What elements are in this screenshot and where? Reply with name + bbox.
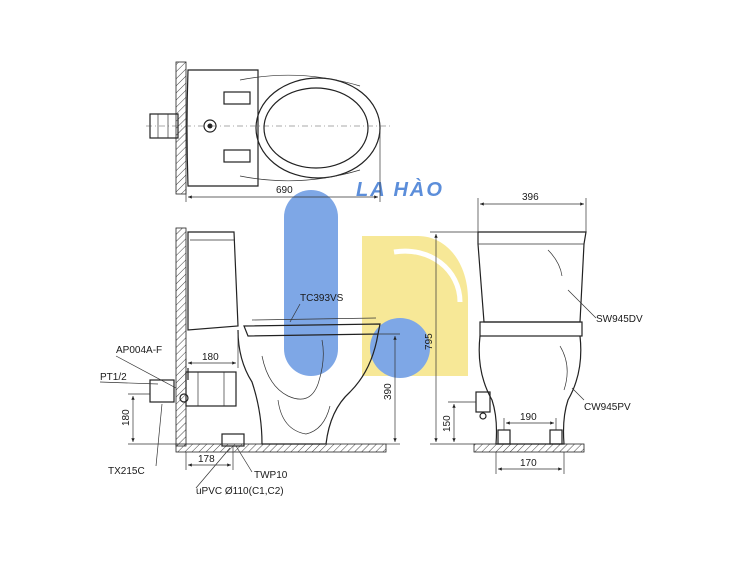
front-bolt-right: [549, 429, 563, 445]
label-hose: TX215C: [108, 466, 145, 477]
logo-blue-circle: [370, 318, 430, 378]
logo-arc: [393, 248, 463, 303]
dim-inlet-height: 180: [121, 409, 132, 426]
side-bowl: [237, 329, 379, 445]
side-view: 180 390 180 178 TC393VS AP004A-F PT1/2 T…: [99, 227, 400, 497]
dim-side-height: 390: [383, 383, 394, 400]
front-bolt-left: [497, 429, 511, 445]
dim-front-width: 396: [522, 192, 539, 203]
side-valve-body: [149, 379, 175, 403]
top-wall: [175, 61, 187, 195]
front-view: 396 795 150 190 170 SW945DV CW945PV: [424, 192, 643, 474]
label-bowl: CW945PV: [584, 402, 631, 413]
label-tank: SW945DV: [596, 314, 643, 325]
top-bowl-inner: [263, 87, 369, 169]
side-trapway: [261, 339, 324, 400]
side-wall: [175, 227, 187, 447]
logo-text: LA HÀO: [356, 178, 444, 201]
side-inlet-pipe: [185, 371, 237, 407]
side-floor: [175, 443, 387, 453]
dim-front-inlet-height: 150: [442, 415, 453, 432]
side-tank: [187, 231, 239, 331]
front-tank: [477, 231, 587, 323]
label-thread: PT1/2: [100, 372, 127, 383]
top-hinge-1: [223, 91, 251, 105]
label-valve: AP004A-F: [116, 345, 162, 356]
dim-bolt-spacing: 190: [520, 412, 537, 423]
front-floor: [473, 443, 585, 453]
dim-outlet-distance: 178: [198, 454, 215, 465]
label-seat: TC393VS: [300, 293, 344, 304]
label-flange: TWP10: [254, 470, 288, 481]
top-hinge-2: [223, 149, 251, 163]
logo-watermark: LA HÀO: [284, 178, 468, 378]
dim-seat-to-wall: 180: [202, 352, 219, 363]
dim-base-width: 170: [520, 458, 537, 469]
logo-blue-bar: [284, 190, 338, 376]
top-view: 690: [146, 61, 392, 202]
front-seat: [479, 321, 583, 337]
top-bowl-outer: [255, 77, 381, 179]
dim-top-width: 690: [276, 185, 293, 196]
label-pipe: uPVC Ø110(C1,C2): [196, 486, 284, 497]
front-bowl: [478, 335, 582, 445]
top-tank: [186, 69, 259, 187]
dim-front-height: 795: [424, 333, 435, 350]
front-valve: [475, 391, 491, 413]
